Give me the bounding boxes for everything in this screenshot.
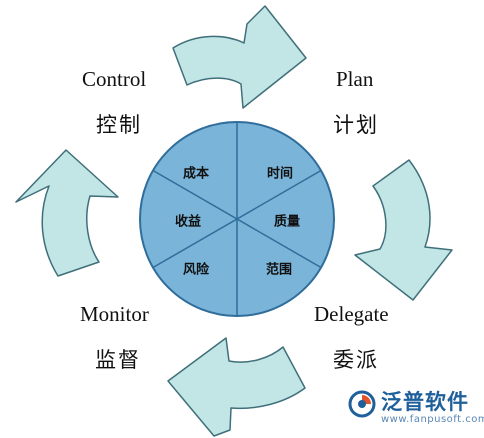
segment-label-cost: 成本	[182, 166, 210, 182]
brand-name: 泛普软件	[381, 390, 469, 414]
phase-control-zh: 控制	[96, 113, 142, 137]
brand-url: www.fanpusoft.com	[381, 414, 484, 425]
brand-watermark: 泛普软件 www.fanpusoft.com	[348, 390, 484, 426]
arrow-plan-to-delegate-icon	[354, 159, 453, 301]
phase-plan-zh: 计划	[333, 113, 379, 137]
phase-delegate-zh: 委派	[333, 348, 379, 372]
phase-delegate-en: Delegate	[314, 302, 389, 326]
segment-label-time: 时间	[266, 166, 294, 182]
phase-plan-en: Plan	[336, 67, 374, 91]
phase-control-en: Control	[82, 67, 147, 91]
segment-label-benefit: 收益	[174, 214, 202, 230]
brand-logo-icon	[348, 390, 376, 418]
segment-label-risk: 风险	[182, 262, 210, 278]
arrow-monitor-to-control-icon	[15, 149, 119, 277]
segment-label-scope: 范围	[265, 262, 293, 278]
phase-monitor-zh: 监督	[95, 348, 141, 372]
arrow-control-to-plan-icon	[172, 5, 307, 109]
segment-label-quality: 质量	[273, 214, 301, 230]
phase-monitor-en: Monitor	[80, 302, 149, 326]
arrow-delegate-to-monitor-icon	[167, 337, 306, 437]
wheel-dividers	[152, 122, 322, 316]
